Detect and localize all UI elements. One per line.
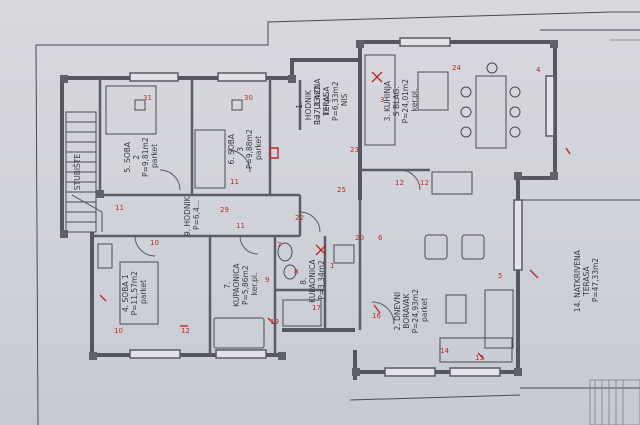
room-label-4: 4. SOBA 1 P=11,57m2 parket: [121, 269, 148, 316]
svg-text:16: 16: [372, 312, 381, 320]
room-label-9: 9. HODNIK P=6,4...: [183, 194, 201, 236]
svg-text:22: 22: [295, 214, 304, 222]
room-labels: 1. HODNIK P=7,33m2 ker.pl. 2. DNEVNI BOR…: [73, 76, 600, 334]
marker-numbers: 24 23 31 30 22 25 20 29 1 6 5 12 12 10 10 12 19 11 1…: [114, 64, 541, 362]
svg-text:5: 5: [498, 272, 502, 280]
room-label-stair: STUBIŠTE: [73, 154, 82, 191]
svg-text:7: 7: [277, 241, 281, 249]
svg-text:12: 12: [420, 179, 429, 187]
svg-text:10: 10: [150, 239, 159, 247]
svg-text:12: 12: [395, 179, 404, 187]
site-outline: [35, 11, 640, 425]
svg-text:3: 3: [380, 96, 384, 104]
svg-text:29: 29: [220, 206, 229, 214]
columns: [60, 40, 558, 376]
room-label-1: 1. HODNIK P=7,33m2 ker.pl.: [295, 83, 331, 125]
room-label-13: 13. ULAZNA TERASA P=6,33m2 NIS: [313, 76, 349, 124]
svg-text:17: 17: [312, 304, 321, 312]
svg-text:14: 14: [440, 347, 449, 355]
svg-text:6: 6: [378, 234, 383, 242]
room-label-2: 2. DNEVNI BORAVAK P=24,93m2 parket: [393, 287, 429, 334]
svg-text:11: 11: [230, 178, 239, 186]
svg-text:1: 1: [330, 262, 334, 270]
room-label-6: 6. SOBA 3 P=9,88m2 parket: [227, 127, 263, 169]
bedroom-furniture: [97, 85, 243, 325]
svg-text:12: 12: [181, 327, 190, 335]
windows: [129, 37, 555, 377]
svg-text:30: 30: [244, 94, 253, 102]
room-label-8: 8. KUPAONICA P=3,34m2: [299, 257, 326, 303]
svg-text:20: 20: [355, 234, 364, 242]
svg-text:8: 8: [294, 268, 298, 276]
staircase: [65, 111, 103, 233]
room-label-5: 5. SOBA 2 P=9,81m2 parket: [123, 135, 159, 177]
room-label-14: 14. NATKRIVENA TERASA P=47,33m2: [573, 248, 600, 312]
electrical-symbols: [99, 71, 571, 360]
svg-text:11: 11: [236, 222, 245, 230]
svg-text:25: 25: [337, 186, 346, 194]
bathroom-fixtures: [213, 242, 355, 349]
room-label-7: 7. KUPAONICA P=5,86m2 ker.pl.: [223, 261, 259, 307]
living-furniture: [424, 234, 514, 363]
room-label-3: 3. KUHINJA S BLAG. P=24,01m2 ker.pl.: [383, 77, 419, 124]
svg-text:31: 31: [143, 94, 152, 102]
svg-text:10: 10: [114, 327, 123, 335]
svg-text:4: 4: [536, 66, 541, 74]
svg-text:23: 23: [350, 146, 359, 154]
door-swings: [134, 149, 421, 325]
kitchen-furniture: [364, 54, 521, 195]
svg-text:19: 19: [270, 318, 279, 326]
interior-walls: [92, 78, 430, 355]
svg-text:11: 11: [115, 204, 124, 212]
svg-text:24: 24: [452, 64, 461, 72]
terrace-hatch: [589, 39, 640, 425]
svg-text:9: 9: [265, 276, 269, 284]
svg-text:13: 13: [475, 354, 484, 362]
